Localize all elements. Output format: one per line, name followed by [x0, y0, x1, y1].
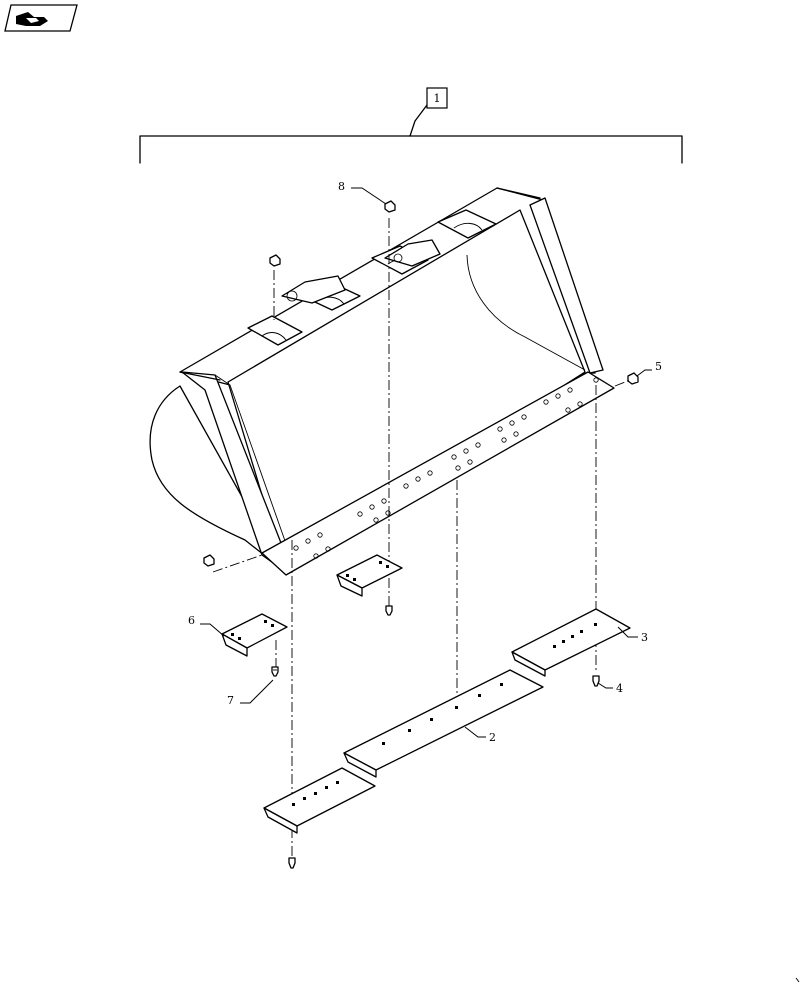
callout-4[interactable]: 4 — [597, 682, 623, 695]
callout-3-label: 3 — [641, 631, 648, 644]
lip-bolt-holes — [293, 377, 599, 559]
cutting-edge-center — [343, 669, 544, 778]
nut-8 — [384, 200, 396, 213]
nut-left-top — [269, 254, 281, 267]
bolt-bottom — [288, 857, 296, 869]
callout-5[interactable]: 5 — [636, 360, 662, 377]
callout-8[interactable]: 8 — [338, 180, 387, 205]
callout-6-label: 6 — [188, 614, 195, 627]
callout-2-label: 2 — [489, 731, 496, 744]
assembly-bracket — [139, 104, 683, 164]
bolt-center — [385, 605, 393, 616]
bolt-4 — [592, 675, 600, 687]
callout-1-label: 1 — [434, 92, 441, 105]
nut-left-bottom — [203, 554, 215, 567]
nut-5 — [627, 372, 639, 385]
wear-pad-left — [221, 613, 288, 657]
wear-pad-center — [336, 554, 403, 597]
callout-7[interactable]: 7 — [227, 679, 274, 707]
parts-catalog-nav-icon[interactable] — [4, 4, 78, 32]
callout-8-label: 8 — [338, 180, 345, 193]
bolt-7 — [271, 666, 279, 677]
callout-6[interactable]: 6 — [188, 614, 225, 637]
cutting-edge-right — [511, 608, 631, 677]
callout-4-label: 4 — [616, 682, 623, 695]
corner-mark — [795, 977, 800, 983]
hitch-brackets — [281, 239, 441, 304]
loader-bucket — [149, 187, 615, 576]
callout-3[interactable]: 3 — [617, 626, 648, 644]
callout-1[interactable]: 1 — [426, 87, 448, 109]
callout-2[interactable]: 2 — [464, 726, 496, 744]
cutting-edge-left — [263, 767, 376, 834]
callout-5-label: 5 — [655, 360, 662, 373]
callout-7-label: 7 — [227, 694, 234, 707]
